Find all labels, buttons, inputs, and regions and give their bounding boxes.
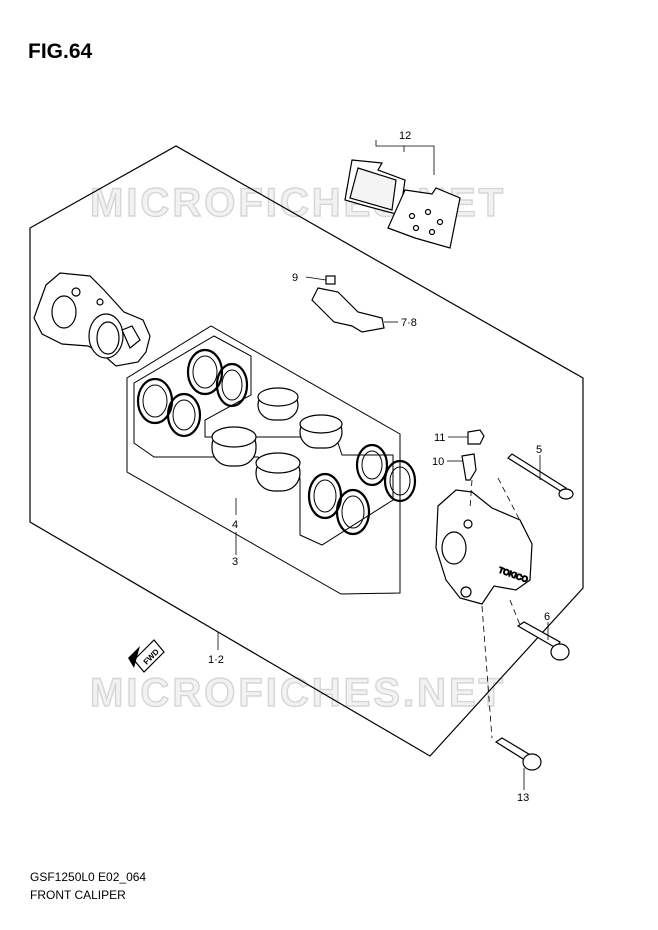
- part-label-12: 12: [399, 130, 411, 142]
- part-label-6: 6: [544, 611, 550, 623]
- part-label-10: 10: [432, 456, 444, 468]
- model-code: GSF1250L0 E02_064: [30, 870, 147, 884]
- seal-rings-right: [307, 443, 417, 536]
- pad-screw: [325, 275, 336, 285]
- pad-spring: [311, 287, 385, 333]
- piston-kit-frame: [126, 325, 401, 595]
- bleeder-screw: [461, 453, 477, 481]
- forward-direction-arrow: FWD: [128, 639, 165, 673]
- assembly-guide-lines: [469, 477, 531, 739]
- part-label-3: 3: [232, 556, 238, 568]
- pistons: [211, 387, 343, 492]
- caliper-body-right: TOKICO: [435, 489, 533, 605]
- part-label-7-8: 7·8: [401, 317, 417, 329]
- part-label-5: 5: [536, 444, 542, 456]
- caliper-bolt-6: [516, 621, 570, 661]
- part-label-13: 13: [517, 792, 529, 804]
- mounting-bolt-13: [494, 737, 542, 771]
- seal-rings-left: [136, 348, 249, 438]
- caliper-body-left: [33, 272, 151, 367]
- assembly-frame: [29, 145, 584, 757]
- watermark-bottom: MICROFICHES.NET: [90, 671, 506, 715]
- pad-pin: [507, 453, 574, 500]
- part-label-4: 4: [232, 519, 238, 531]
- seal-set-frame: [133, 335, 394, 546]
- bleeder-cap: [467, 429, 485, 445]
- brake-pads: [344, 159, 461, 249]
- figure-title: FIG.64: [28, 40, 93, 63]
- leader-lines: [217, 140, 549, 790]
- part-label-1-2: 1·2: [208, 654, 224, 666]
- part-label-11: 11: [434, 432, 445, 444]
- part-label-9: 9: [292, 272, 298, 284]
- section-name: FRONT CALIPER: [30, 888, 126, 902]
